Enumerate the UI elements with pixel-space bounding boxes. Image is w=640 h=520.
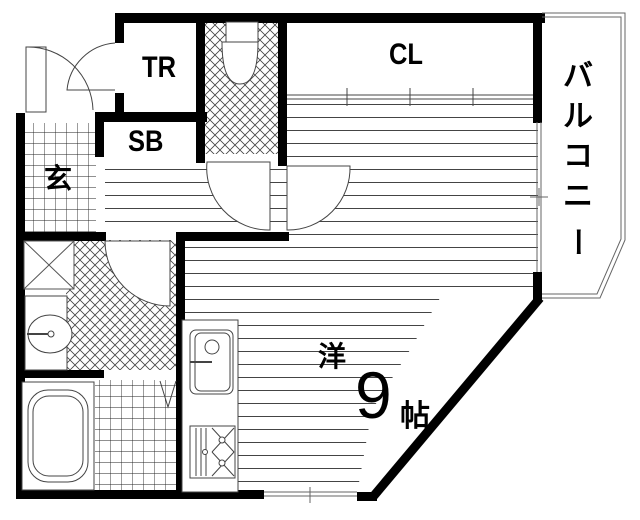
balcony-char: コ — [563, 140, 593, 173]
walls — [16, 13, 545, 501]
room-label-tr: TR — [142, 51, 176, 84]
balcony-char: ー — [559, 227, 592, 257]
diagonal-wall — [368, 295, 544, 501]
room-label-entrance: 玄 — [44, 163, 73, 194]
bottom-window — [264, 487, 357, 503]
room-label-sb: SB — [128, 125, 164, 158]
bath-dressing-floor — [95, 380, 177, 492]
laundry-pan-icon — [23, 240, 75, 290]
bathtub-icon — [21, 381, 95, 491]
room-label-western-size: 9 — [355, 358, 392, 432]
room-label-western-unit: 帖 — [400, 400, 430, 433]
bath-door-icon — [159, 380, 177, 409]
room-label-cl: CL — [389, 38, 423, 71]
stove-icon — [189, 425, 236, 479]
toilet-icon — [221, 21, 259, 85]
closet-rail — [287, 88, 533, 106]
room-label-western-prefix: 洋 — [318, 341, 347, 372]
doors — [25, 42, 351, 307]
room-label-balcony: バ ル コ ニ ー — [559, 60, 596, 262]
balcony-char: バ — [563, 60, 593, 93]
wash-basin-icon — [24, 295, 73, 371]
entrance-floor — [24, 123, 96, 233]
balcony-outline — [530, 12, 626, 299]
balcony-char: ル — [563, 100, 593, 133]
balcony-char: ニ — [563, 180, 593, 213]
